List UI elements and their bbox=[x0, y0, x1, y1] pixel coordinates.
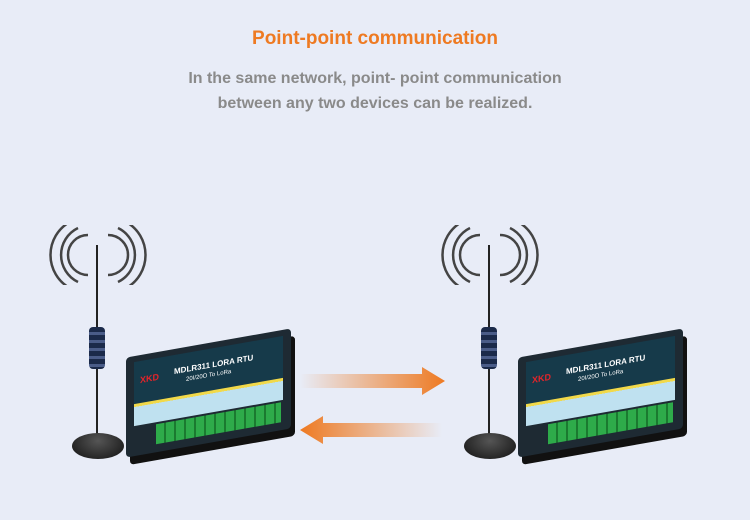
antenna-base bbox=[464, 433, 516, 459]
antenna-base bbox=[72, 433, 124, 459]
subtitle: In the same network, point- point commun… bbox=[0, 66, 750, 116]
page-title: Point-point communication bbox=[252, 28, 498, 49]
brand-logo: XKD bbox=[140, 371, 160, 386]
antenna-coil bbox=[481, 327, 497, 369]
signal-waves-icon bbox=[49, 225, 147, 285]
signal-waves-icon bbox=[441, 225, 539, 285]
subtitle-line-1: In the same network, point- point commun… bbox=[188, 70, 562, 87]
subtitle-line-2: between any two devices can be realized. bbox=[217, 95, 533, 112]
arrow-right-icon bbox=[300, 367, 445, 395]
bidirectional-arrows bbox=[300, 367, 445, 444]
brand-logo: XKD bbox=[532, 371, 552, 386]
antenna-coil bbox=[89, 327, 105, 369]
arrow-left-icon bbox=[300, 416, 442, 444]
